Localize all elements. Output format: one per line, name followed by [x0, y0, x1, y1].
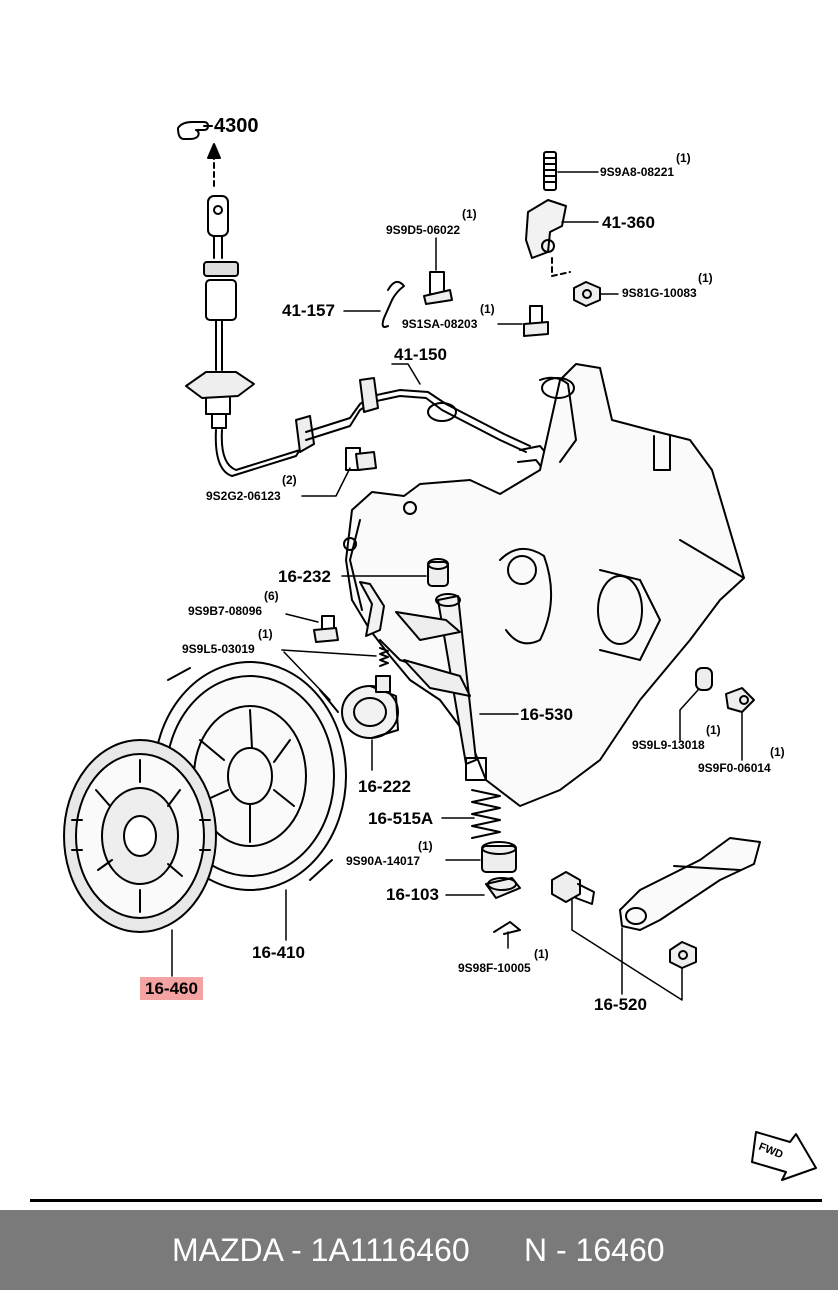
clip-9s98f [493, 921, 521, 935]
label-16-460-highlighted: 16-460 [140, 977, 203, 1000]
seal-16-103 [485, 877, 521, 899]
release-shaft-16-530 [395, 593, 487, 781]
footer-bar: MAZDA - 1A1116460 N - 16460 [0, 1210, 838, 1290]
divider-rule [30, 1199, 822, 1202]
label-9s9l5-03019: 9S9L5-03019 [182, 642, 255, 656]
bushing-9s90a [481, 841, 517, 873]
bracket-41-360 [525, 199, 567, 259]
label-9s9l9-13018: 9S9L9-13018 [632, 738, 705, 752]
fwd-arrow-icon [751, 1131, 817, 1181]
qty-9s9f0: (1) [770, 745, 785, 759]
label-16-103: 16-103 [386, 885, 439, 904]
nut-16-520 [669, 941, 697, 969]
label-9s9d5-06022: 9S9D5-06022 [386, 223, 461, 237]
qty-9s81g: (1) [698, 271, 713, 285]
label-9s90a-14017: 9S90A-14017 [346, 854, 421, 868]
bolt-9s1sa [523, 305, 549, 337]
bolt-9s9b7 [313, 615, 339, 643]
nut-9s81g [551, 257, 601, 307]
pin-9s9l9 [695, 667, 713, 691]
label-9s9f0-06014: 9S9F0-06014 [698, 761, 771, 775]
label-41-150: 41-150 [394, 345, 447, 364]
pivot-16-232 [427, 558, 449, 587]
bolt-9s9d5 [423, 271, 453, 305]
return-spring-16-515a [471, 789, 501, 839]
qty-9s1sa: (1) [480, 302, 495, 316]
stud-bolt [543, 151, 557, 191]
bolt-16-520 [551, 871, 595, 905]
qty-9s90a: (1) [418, 839, 433, 853]
qty-9s9b7: (6) [264, 589, 279, 603]
label-9s1sa-08203: 9S1SA-08203 [402, 317, 478, 331]
dust-boot [359, 581, 385, 637]
exploded-parts-diagram [63, 121, 817, 1181]
label-16-410: 16-410 [252, 943, 305, 962]
leader-lines [171, 171, 743, 1001]
label-9s9a8-08221: 9S9A8-08221 [600, 165, 675, 179]
label-16-515a: 16-515A [368, 809, 434, 828]
label-9s98f-10005: 9S98F-10005 [458, 961, 531, 975]
pointing-hand-icon [177, 121, 213, 140]
label-41-360: 41-360 [602, 213, 655, 232]
qty-9s2g2: (2) [282, 473, 297, 487]
label-41-157: 41-157 [282, 301, 335, 320]
plug-9s9f0 [725, 687, 755, 713]
qty-9s9a8: (1) [676, 151, 691, 165]
label-16-222: 16-222 [358, 777, 411, 796]
qty-9s9l9: (1) [706, 723, 721, 737]
clutch-cable [185, 195, 669, 549]
release-bearing-16-222 [341, 675, 399, 739]
spring-9s9l5 [379, 647, 389, 667]
qty-9s98f: (1) [534, 947, 549, 961]
arrow-up-icon [207, 143, 221, 187]
label-9s9b7-08096: 9S9B7-08096 [188, 604, 263, 618]
label-16-520: 16-520 [594, 995, 647, 1014]
footer-brand-part-number: MAZDA - 1A1116460 [172, 1232, 470, 1268]
label-16-232: 16-232 [278, 567, 331, 586]
footer-reference-number: N - 16460 [524, 1232, 665, 1268]
bolt-9s2g2 [345, 447, 377, 471]
qty-9s9l5: (1) [258, 627, 273, 641]
transmission-case [343, 363, 745, 807]
bracket-16-520 [619, 837, 761, 931]
label-9s81g-10083: 9S81G-10083 [622, 286, 697, 300]
qty-9s9d5: (1) [462, 207, 477, 221]
clutch-disc-16-460 [63, 739, 217, 933]
label-16-530: 16-530 [520, 705, 573, 724]
label-9s2g2-06123: 9S2G2-06123 [206, 489, 281, 503]
spring-clip-41-157 [381, 280, 405, 328]
label-4300: 4300 [214, 115, 259, 137]
